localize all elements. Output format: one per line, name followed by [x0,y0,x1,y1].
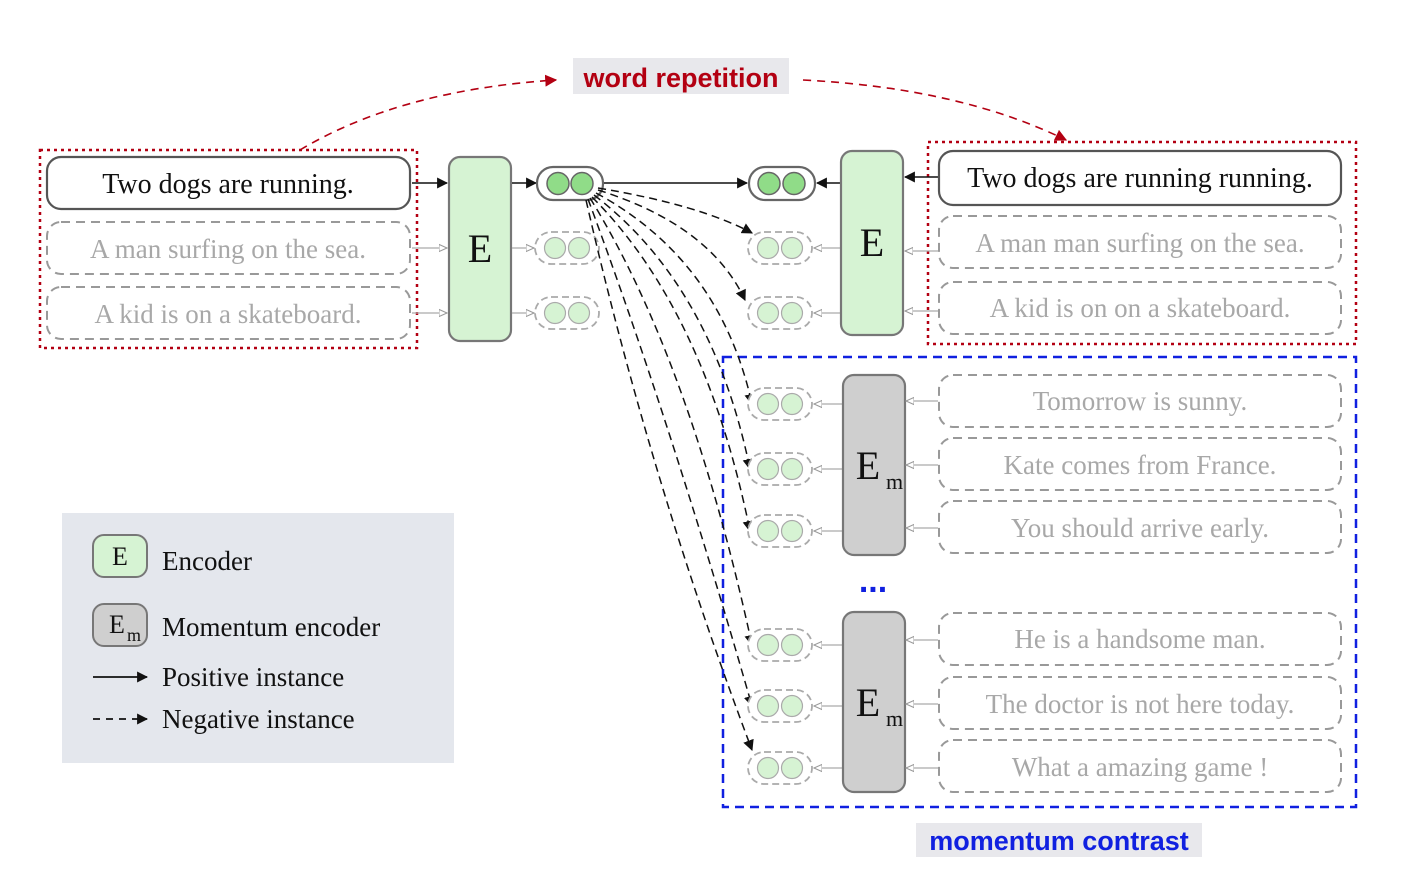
right-negative-sentence-box-1 [938,215,1342,269]
negative-arrow-8 [585,199,754,752]
momentum-ellipsis: ... [859,562,887,600]
momentum-embedding-2 [747,452,813,486]
legend-momentum-icon-sub: m [127,625,141,645]
right-encoder [839,149,905,337]
right-negative-sentence-1: A man man surfing on the sea. [975,228,1304,258]
momentum-sentence-box-4 [938,612,1342,666]
negative-arrow-1 [597,187,753,234]
right-embedding-neg-1 [747,231,813,265]
momentum-sentence-box-1 [938,374,1342,428]
negative-arrow-4 [593,194,754,471]
left-embedding-positive [535,165,605,202]
momentum-embedding-5 [747,689,813,723]
momentum-encoder-2-label: E [856,680,880,725]
right-embedding-positive [747,165,817,202]
momentum-sentence-5: The doctor is not here today. [986,689,1295,719]
left-encoder-label: E [468,226,492,271]
legend-encoder-icon-label: E [112,542,128,571]
momentum-sentence-1: Tomorrow is sunny. [1033,386,1248,416]
legend-encoder-icon [92,534,148,578]
negative-arrow-2 [597,189,746,301]
right-embedding-neg-2 [747,296,813,330]
momentum-sentence-box-6 [938,739,1342,793]
left-positive-sentence: Two dogs are running. [102,169,354,200]
momentum-sentence-box-2 [938,437,1342,491]
word-repetition-title-bg [573,58,789,94]
momentum-sentence-box-5 [938,676,1342,730]
momentum-sentence-2: Kate comes from France. [1004,450,1277,480]
left-positive-sentence-box [45,155,412,211]
left-batch-frame [38,148,419,350]
momentum-embedding-6 [747,751,813,785]
momentum-sentence-6: What a amazing game ! [1012,752,1268,782]
legend-negative-text: Negative instance [162,704,355,734]
momentum-embedding-1 [747,387,813,421]
momentum-contrast-title-bg [916,823,1202,857]
momentum-sentence-box-3 [938,500,1342,554]
negative-arrow-3 [595,192,756,406]
momentum-encoder-2 [841,610,907,794]
right-encoder-label: E [860,220,884,265]
negative-arrow-5 [591,196,754,533]
legend-positive-text: Positive instance [162,662,344,692]
left-negative-sentence-2: A kid is on a skateboard. [95,299,362,329]
momentum-encoder-1-subscript: m [886,469,903,494]
legend-momentum-icon [92,603,148,647]
legend: E Encoder E m Momentum encoder Positive … [62,513,454,763]
legend-encoder-text: Encoder [162,546,252,576]
momentum-encoder-2-subscript: m [886,706,903,731]
momentum-encoder-1 [841,373,907,557]
left-embedding-neg-2 [534,296,600,330]
momentum-embedding-4 [747,628,813,662]
word-repetition-title: word repetition [583,63,779,93]
left-negative-sentence-1: A man surfing on the sea. [90,234,366,264]
legend-momentum-text: Momentum encoder [162,612,380,642]
word-repetition-arc-left [299,74,558,151]
momentum-embedding-3 [747,514,813,548]
negative-arrow-7 [587,198,755,708]
right-negative-sentence-box-2 [938,281,1342,335]
momentum-queue-frame [721,355,1358,809]
right-positive-sentence: Two dogs are running running. [967,163,1313,194]
left-embedding-neg-1 [534,231,600,265]
right-positive-sentence-box [937,149,1343,207]
right-negative-sentence-2: A kid is on on a skateboard. [990,293,1291,323]
negative-arrow-6 [589,197,756,647]
legend-momentum-icon-label: E [109,610,125,639]
momentum-encoder-1-label: E [856,443,880,488]
momentum-sentence-4: He is a handsome man. [1014,624,1265,654]
negative-instance-arrows [585,187,756,752]
momentum-contrast-title: momentum contrast [929,826,1189,856]
left-negative-sentence-box-2 [46,286,411,340]
word-repetition-arc-right [802,79,1068,141]
momentum-sentence-3: You should arrive early. [1011,513,1269,543]
left-negative-sentence-box-1 [46,221,411,275]
left-encoder [447,155,513,343]
